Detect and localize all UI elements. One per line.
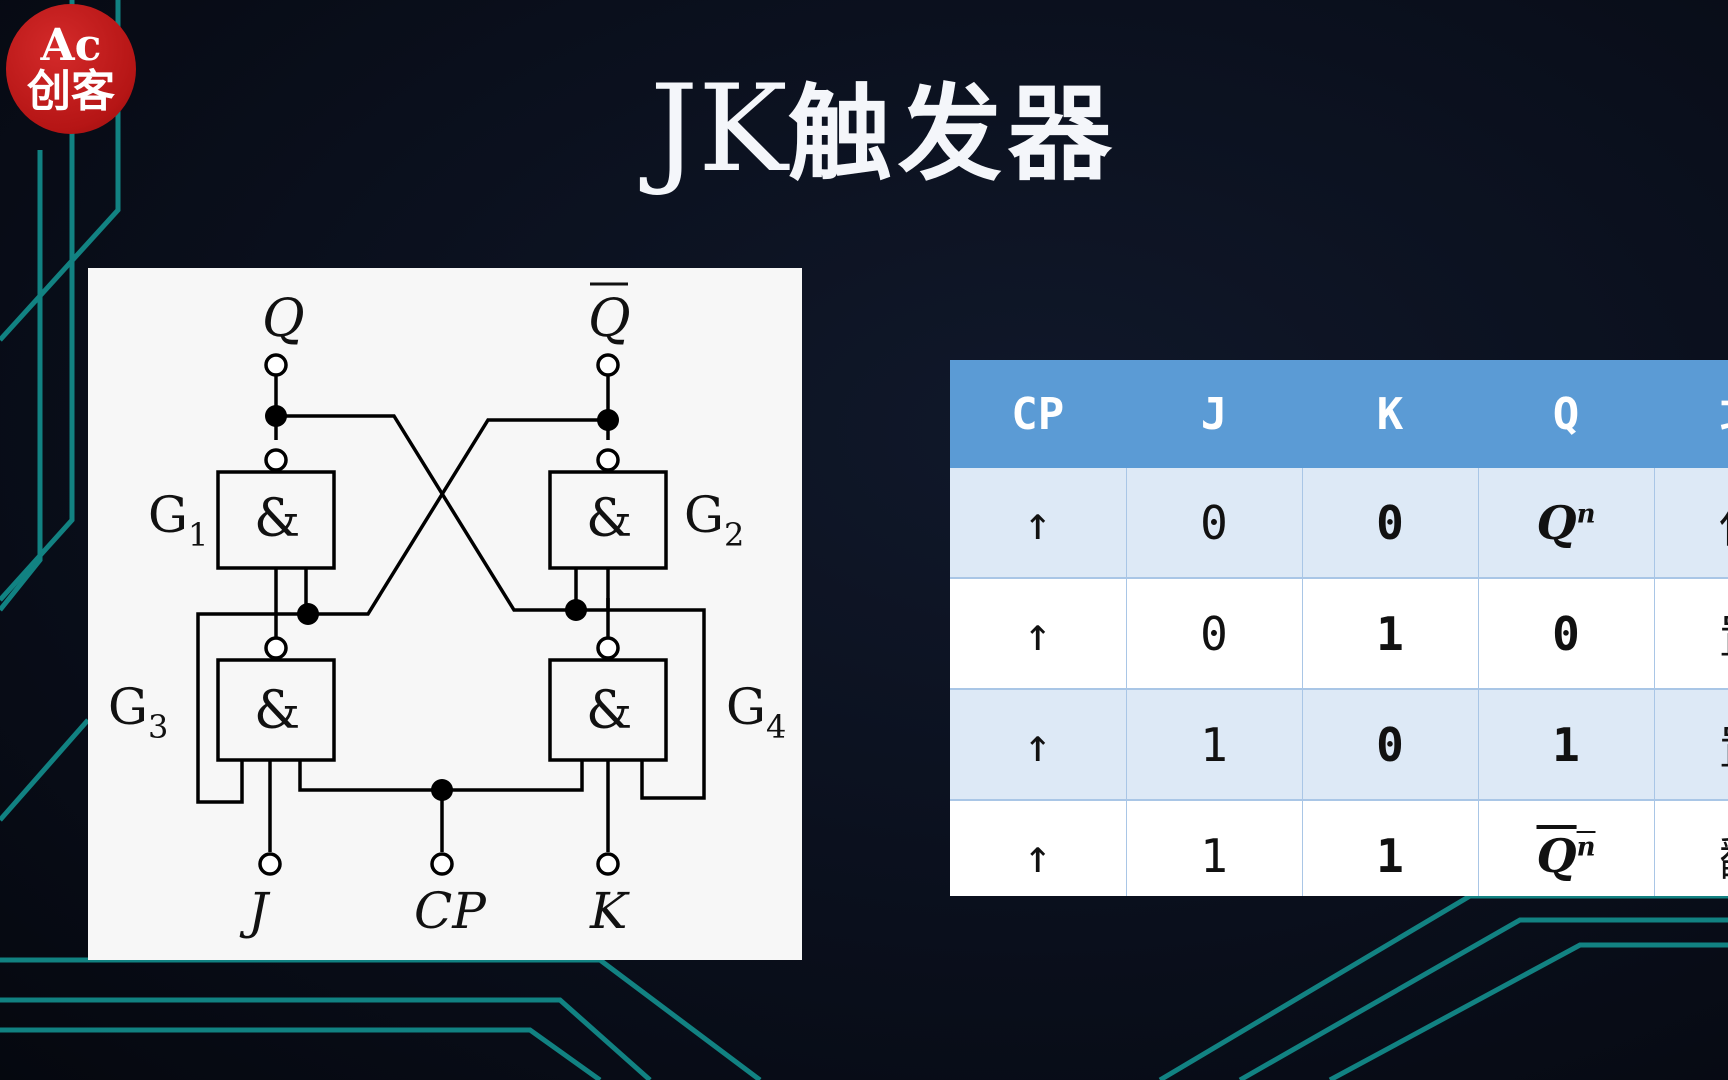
title-prefix: JK <box>650 60 788 199</box>
label-cp: CP <box>414 882 487 940</box>
title-suffix: 触发器 <box>787 72 1118 195</box>
label-g4: G <box>726 678 766 736</box>
cell-j: 0 <box>1126 468 1303 579</box>
cell-function: 保 <box>1654 468 1728 579</box>
label-q-bar: Q <box>588 289 631 349</box>
cell-j: 0 <box>1126 578 1303 690</box>
cell-q-sup: n <box>1576 832 1596 863</box>
truth-table: CP J K Q 功 ↑ 0 0 Qn 保 ↑ 0 1 0 置 <box>950 360 1728 896</box>
table-row: ↑ 1 1 Qn 翻 <box>950 800 1728 896</box>
truth-table-container: CP J K Q 功 ↑ 0 0 Qn 保 ↑ 0 1 0 置 <box>950 360 1728 896</box>
cell-k: 0 <box>1302 689 1479 801</box>
cell-function: 翻 <box>1654 800 1728 896</box>
table-header-row: CP J K Q 功 <box>950 360 1728 468</box>
circuit-svg: Q Q G 1 G 2 G 3 G 4 & & & & J CP K <box>108 282 786 940</box>
ac-maker-logo: Ac 创客 <box>6 4 136 134</box>
cell-q: 1 <box>1478 689 1655 801</box>
cell-cp: ↑ <box>950 468 1127 579</box>
header-function: 功 <box>1654 360 1728 468</box>
cell-q: 0 <box>1478 578 1655 690</box>
header-cp: CP <box>950 360 1127 468</box>
cell-function: 置 <box>1654 578 1728 690</box>
cell-j: 1 <box>1126 800 1303 896</box>
cell-q-base: 0 <box>1552 606 1580 661</box>
gate-g2-and-symbol: & <box>586 489 632 549</box>
cell-q-base: Q <box>1536 495 1577 550</box>
table-row: ↑ 1 0 1 置 <box>950 689 1728 801</box>
cell-k: 0 <box>1302 468 1479 579</box>
label-g3-sub: 3 <box>148 708 168 746</box>
cell-function: 置 <box>1654 689 1728 801</box>
logo-line-1: Ac <box>40 19 102 71</box>
header-q: Q <box>1478 360 1655 468</box>
cell-k: 1 <box>1302 578 1479 690</box>
logo-line-2: 创客 <box>27 66 115 117</box>
cell-cp: ↑ <box>950 800 1127 896</box>
header-j: J <box>1126 360 1303 468</box>
label-g2-sub: 2 <box>724 516 744 554</box>
gate-g3-and-symbol: & <box>254 681 300 741</box>
table-row: ↑ 0 1 0 置 <box>950 578 1728 690</box>
jk-flip-flop-circuit-diagram: Q Q G 1 G 2 G 3 G 4 & & & & J CP K <box>88 268 802 960</box>
label-k: K <box>589 882 630 940</box>
gate-g4-and-symbol: & <box>586 681 632 741</box>
label-j: J <box>239 882 271 940</box>
header-k: K <box>1302 360 1479 468</box>
label-g4-sub: 4 <box>766 708 786 746</box>
gate-g1-and-symbol: & <box>254 489 300 549</box>
page-title: JK触发器 <box>650 70 1290 190</box>
cell-k: 1 <box>1302 800 1479 896</box>
cell-q-sup: n <box>1576 499 1596 530</box>
label-q: Q <box>262 289 305 349</box>
label-g3: G <box>108 678 148 736</box>
cell-q-base: 1 <box>1552 717 1580 772</box>
cell-cp: ↑ <box>950 578 1127 690</box>
label-g2: G <box>684 486 724 544</box>
cell-cp: ↑ <box>950 689 1127 801</box>
cell-q: Qn <box>1478 468 1655 579</box>
table-row: ↑ 0 0 Qn 保 <box>950 468 1728 579</box>
label-g1-sub: 1 <box>188 516 208 554</box>
cell-q-base: Q <box>1536 828 1577 883</box>
cell-q: Qn <box>1478 800 1655 896</box>
label-g1: G <box>148 486 188 544</box>
cell-j: 1 <box>1126 689 1303 801</box>
